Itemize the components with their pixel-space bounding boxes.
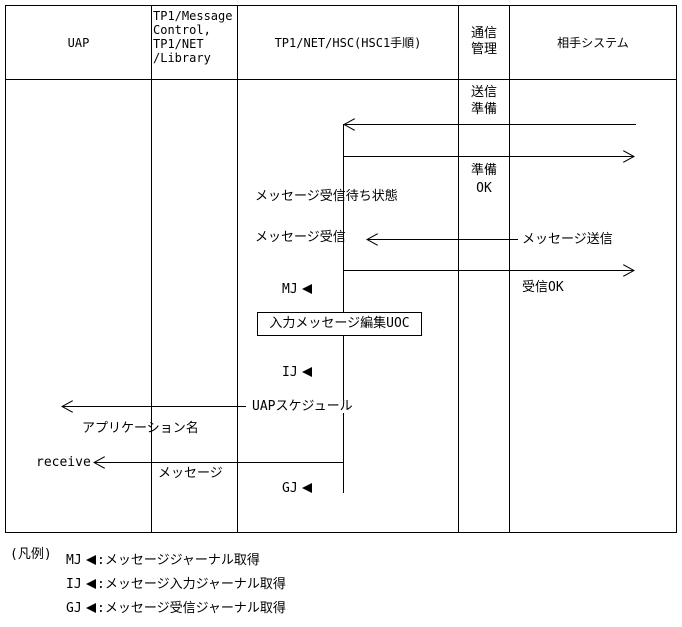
legend-title: (凡例): [10, 547, 52, 562]
step-send-prep: 送信 準備: [470, 85, 497, 117]
step-waiting-receive: メッセージ受信待ち状態: [255, 189, 398, 204]
step-message-receive: メッセージ受信: [255, 230, 346, 245]
input-edit-uoc-box: 入力メッセージ編集UOC: [257, 312, 422, 336]
legend-gj-triangle-icon: [86, 603, 96, 613]
step-message: メッセージ: [158, 466, 223, 481]
step-message-send: メッセージ送信: [522, 232, 613, 247]
ij-marker-label: IJ: [282, 365, 298, 380]
step-prep-ok: 準備 OK: [470, 163, 497, 196]
step-uap-schedule: UAPスケジュール: [250, 399, 355, 414]
legend-ij-label: :メッセージ入力ジャーナル取得: [97, 577, 286, 592]
legend-mj-label: :メッセージジャーナル取得: [97, 553, 260, 568]
legend-mj-triangle-icon: [86, 555, 96, 565]
legend-ij-triangle-icon: [86, 579, 96, 589]
gj-marker-label: GJ: [282, 481, 298, 496]
header-uap: UAP: [67, 36, 90, 50]
legend-mj-code: MJ: [66, 553, 82, 568]
header-comm-mgmt: 通信 管理: [470, 26, 497, 57]
step-receive: receive: [36, 455, 91, 470]
step-receive-ok: 受信OK: [522, 280, 564, 295]
step-application-name: アプリケーション名: [82, 421, 199, 436]
mj-triangle-icon: [302, 284, 312, 294]
gj-triangle-icon: [302, 483, 312, 493]
outer-frame: [5, 5, 677, 533]
header-remote-system: 相手システム: [557, 36, 629, 50]
legend-gj-code: GJ: [66, 601, 82, 616]
mj-marker-label: MJ: [282, 282, 298, 297]
header-tp1-net-hsc: TP1/NET/HSC(HSC1手順): [274, 36, 422, 50]
header-tp1-message-control: TP1/Message Control, TP1/NET /Library: [153, 9, 233, 65]
legend-ij-code: IJ: [66, 577, 82, 592]
legend-gj-label: :メッセージ受信ジャーナル取得: [97, 601, 286, 616]
ij-triangle-icon: [302, 367, 312, 377]
